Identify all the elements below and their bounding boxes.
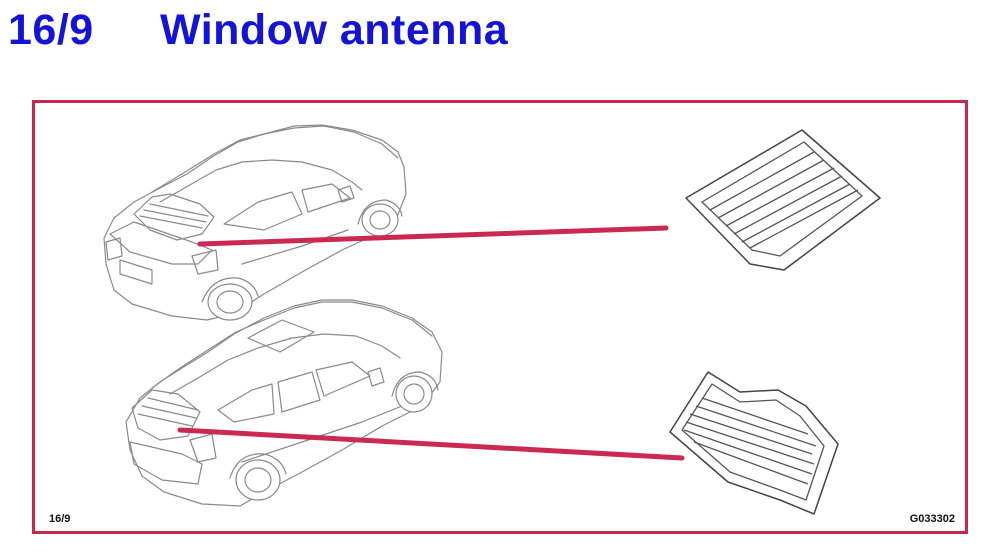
sedan-callout-line [197, 225, 669, 247]
antenna-illustration [103, 124, 881, 515]
wagon-rear-glass-antenna [669, 371, 839, 515]
callout-lines [177, 225, 685, 461]
sedan-rear-glass-antenna [685, 129, 881, 271]
sedan-car-drawing [103, 124, 407, 321]
illustration-frame: 16/9 G033302 [32, 100, 968, 534]
wagon-callout-line [177, 427, 685, 461]
wagon-car-drawing [125, 299, 443, 507]
section-number: 16/9 [8, 6, 94, 54]
figure-id: G033302 [909, 513, 955, 525]
page-reference: 16/9 [49, 513, 71, 525]
page-title: Window antenna [160, 6, 509, 54]
